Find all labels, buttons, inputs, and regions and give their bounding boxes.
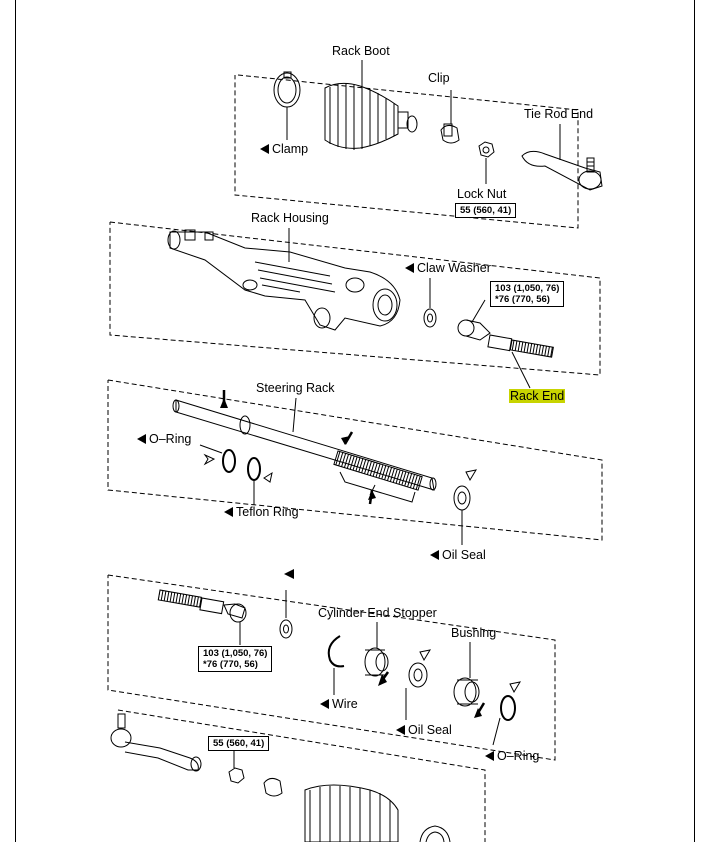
hollow-arrow-icon [203, 453, 216, 466]
label-cylinder-end-stopper: Cylinder End Stopper [318, 606, 437, 620]
rack-end-part-bottom [157, 589, 247, 623]
replace-part-triangle-icon [396, 725, 405, 735]
replace-part-triangle-icon [137, 434, 146, 444]
rack-boot-part-bottom [304, 784, 399, 842]
label-wire-text: Wire [332, 697, 358, 711]
label-o-ring-2-text: O–Ring [497, 749, 540, 763]
label-rack-end: Rack End [509, 389, 566, 403]
label-o-ring-1: O–Ring [137, 432, 191, 446]
label-teflon-ring-text: Teflon Ring [236, 505, 299, 519]
torque-rack-end-top: 103 (1,050, 76)*76 (770, 56) [490, 281, 565, 307]
torque-rack-end-top-line-1: 103 (1,050, 76) [495, 283, 560, 294]
label-lock-nut: Lock Nut [457, 187, 507, 201]
hollow-arrow-icon [263, 471, 273, 483]
replace-part-triangle-icon [224, 507, 233, 517]
label-oil-seal-2-text: Oil Seal [408, 723, 452, 737]
label-claw-washer: Claw Washer [405, 261, 491, 275]
label-claw-washer-text: Claw Washer [417, 261, 491, 275]
torque-rack-end-top-line-2: *76 (770, 56) [495, 294, 550, 305]
oil-seal-part-1 [453, 485, 471, 511]
clip-part-bottom [263, 777, 283, 797]
label-rack-housing: Rack Housing [251, 211, 329, 225]
label-wire: Wire [320, 697, 358, 711]
label-oil-seal-1-text: Oil Seal [442, 548, 486, 562]
label-clip: Clip [428, 71, 450, 85]
hollow-arrow-icon [419, 649, 432, 662]
replace-part-triangle-icon [485, 751, 494, 761]
claw-washer-part-bottom [279, 619, 293, 639]
label-oil-seal-1: Oil Seal [430, 548, 486, 562]
cylinder-end-stopper-part [364, 647, 389, 677]
label-o-ring-2: O–Ring [485, 749, 539, 763]
lock-nut-part-bottom [228, 767, 245, 784]
label-bushing: Bushing [451, 626, 497, 640]
label-tie-rod-end: Tie Rod End [524, 107, 594, 121]
hollow-arrow-icon [509, 681, 522, 694]
page-frame [15, 0, 695, 842]
bushing-part [453, 677, 480, 707]
rack-housing-part [167, 229, 401, 331]
claw-washer-part [423, 308, 437, 328]
replace-part-triangle-icon [430, 550, 439, 560]
o-ring-part-1 [222, 449, 236, 473]
group-boundary-cylinder [107, 574, 556, 761]
group-boundary-bottom [117, 709, 486, 842]
replace-part-triangle-icon [284, 569, 294, 579]
clamp-part [273, 71, 301, 108]
torque-rack-end-bottom-line-2: *76 (770, 56) [203, 659, 258, 670]
wire-part [327, 635, 345, 668]
torque-lock-nut-bottom: 55 (560, 41) [208, 736, 270, 751]
replace-part-triangle-icon [320, 699, 329, 709]
label-o-ring-1-text: O–Ring [149, 432, 192, 446]
group-boundary-rack [107, 379, 603, 541]
replace-part-triangle-icon [405, 263, 414, 273]
label-clamp-text: Clamp [272, 142, 309, 156]
clamp-part-bottom [419, 825, 451, 842]
teflon-ring-part [247, 457, 261, 481]
label-teflon-ring: Teflon Ring [224, 505, 299, 519]
rack-end-part-top [457, 319, 554, 358]
oil-seal-part-2 [408, 662, 428, 688]
replace-part-triangle-icon [260, 144, 269, 154]
lock-nut-part [478, 141, 495, 158]
label-clamp: Clamp [260, 142, 308, 156]
torque-rack-end-bottom: 103 (1,050, 76)*76 (770, 56) [198, 646, 273, 672]
tie-rod-end-part [521, 150, 603, 191]
clip-part [440, 123, 460, 144]
label-rack-boot: Rack Boot [332, 44, 390, 58]
label-oil-seal-2: Oil Seal [396, 723, 452, 737]
group-boundary-housing [109, 221, 601, 376]
steering-rack-part [172, 399, 437, 503]
tie-rod-end-part-bottom [110, 713, 202, 772]
torque-rack-end-bottom-line-1: 103 (1,050, 76) [203, 648, 268, 659]
group-boundary-boot [234, 74, 579, 229]
o-ring-part-2 [500, 695, 516, 721]
rack-boot-part [324, 82, 418, 150]
label-steering-rack: Steering Rack [256, 381, 335, 395]
hollow-arrow-icon [465, 469, 478, 482]
torque-lock-nut-top: 55 (560, 41) [455, 203, 517, 218]
